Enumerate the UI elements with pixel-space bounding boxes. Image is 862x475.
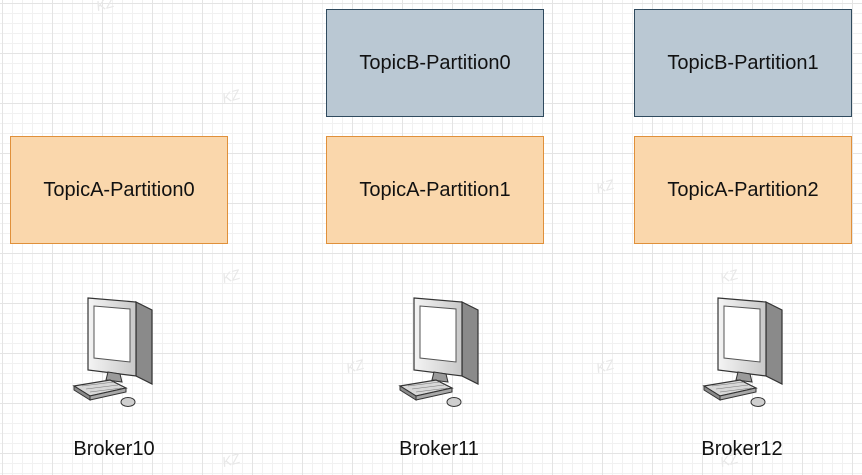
broker-label: Broker12 [701, 438, 783, 460]
broker-label: Broker11 [399, 438, 479, 460]
topic-b-partition0-box[interactable]: TopicB-Partition0 [326, 9, 544, 117]
topic-a-partition2-box[interactable]: TopicA-Partition2 [634, 136, 852, 244]
watermark: KZ [718, 265, 740, 287]
watermark: KZ [594, 175, 616, 197]
broker-label: Broker10 [73, 438, 155, 460]
topic-a-partition0-box[interactable]: TopicA-Partition0 [10, 136, 228, 244]
computer-icon[interactable] [72, 296, 162, 414]
topic-a-partition1-box[interactable]: TopicA-Partition1 [326, 136, 544, 244]
watermark: KZ [220, 85, 242, 107]
computer-icon[interactable] [702, 296, 792, 414]
computer-icon[interactable] [398, 296, 488, 414]
watermark: KZ [94, 0, 116, 15]
watermark: KZ [594, 355, 616, 377]
topic-b-partition1-box[interactable]: TopicB-Partition1 [634, 9, 852, 117]
watermark: KZ [344, 355, 366, 377]
watermark: KZ [220, 265, 242, 287]
watermark: KZ [220, 449, 242, 471]
